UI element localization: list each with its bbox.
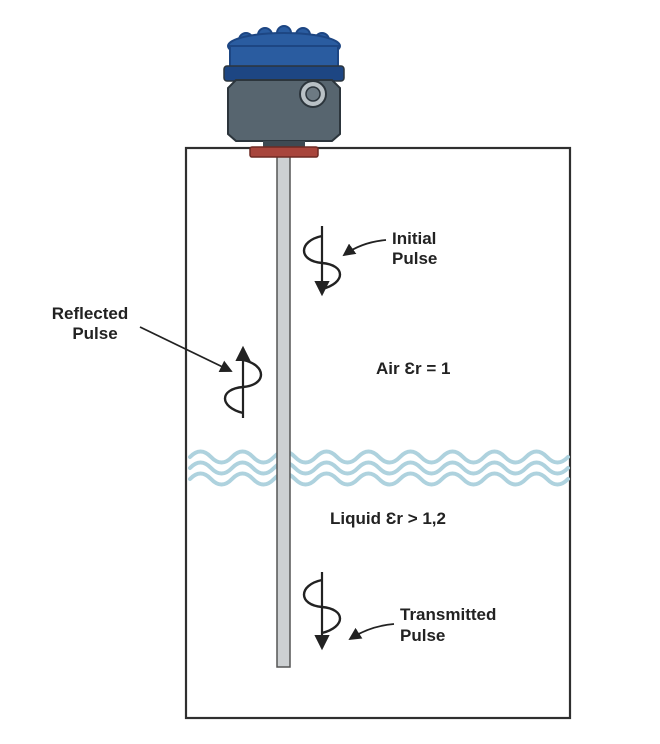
initial-pulse-callout-arrow xyxy=(342,239,387,257)
transmitter-head xyxy=(223,25,345,158)
transmitted-pulse-symbol xyxy=(303,572,341,651)
initial-pulse-wave-icon xyxy=(303,234,341,291)
process-neck xyxy=(263,141,305,149)
transmitted-pulse-callout-arrow xyxy=(348,623,395,641)
probe-rod xyxy=(276,153,291,668)
liquid-surface-waves xyxy=(188,449,570,487)
reflected-pulse-wave-icon xyxy=(224,358,262,415)
cap-rim xyxy=(223,65,345,82)
transmitted-pulse-label: Transmitted Pulse xyxy=(400,605,496,645)
reflected-pulse-label: Reflected Pulse xyxy=(52,304,129,343)
sight-glass-center xyxy=(305,86,321,102)
reflected-pulse-symbol xyxy=(224,345,262,418)
cap-body xyxy=(229,45,339,69)
transmitted-pulse-label-line1: Transmitted xyxy=(400,605,496,624)
liquid-dielectric-label: Liquid Ɛr > 1,2 xyxy=(330,509,446,528)
wave-line-1 xyxy=(188,449,570,465)
initial-pulse-label: Initial Pulse xyxy=(392,229,437,268)
transmitted-pulse-label-line2: Pulse xyxy=(400,626,445,645)
reflected-pulse-label-line2: Pulse xyxy=(72,324,117,343)
reflected-pulse-callout-arrow xyxy=(139,326,233,373)
initial-pulse-symbol xyxy=(303,226,341,297)
reflected-pulse-label-line1: Reflected xyxy=(52,304,129,323)
initial-pulse-label-line2: Pulse xyxy=(392,249,437,268)
wave-line-2 xyxy=(188,460,570,476)
initial-pulse-label-line1: Initial xyxy=(392,229,436,248)
air-dielectric-label: Air Ɛr = 1 xyxy=(376,359,450,378)
transmitted-pulse-wave-icon xyxy=(303,578,341,635)
wave-line-3 xyxy=(188,471,570,487)
tank-outline xyxy=(184,146,572,720)
flange-seal xyxy=(249,146,319,158)
